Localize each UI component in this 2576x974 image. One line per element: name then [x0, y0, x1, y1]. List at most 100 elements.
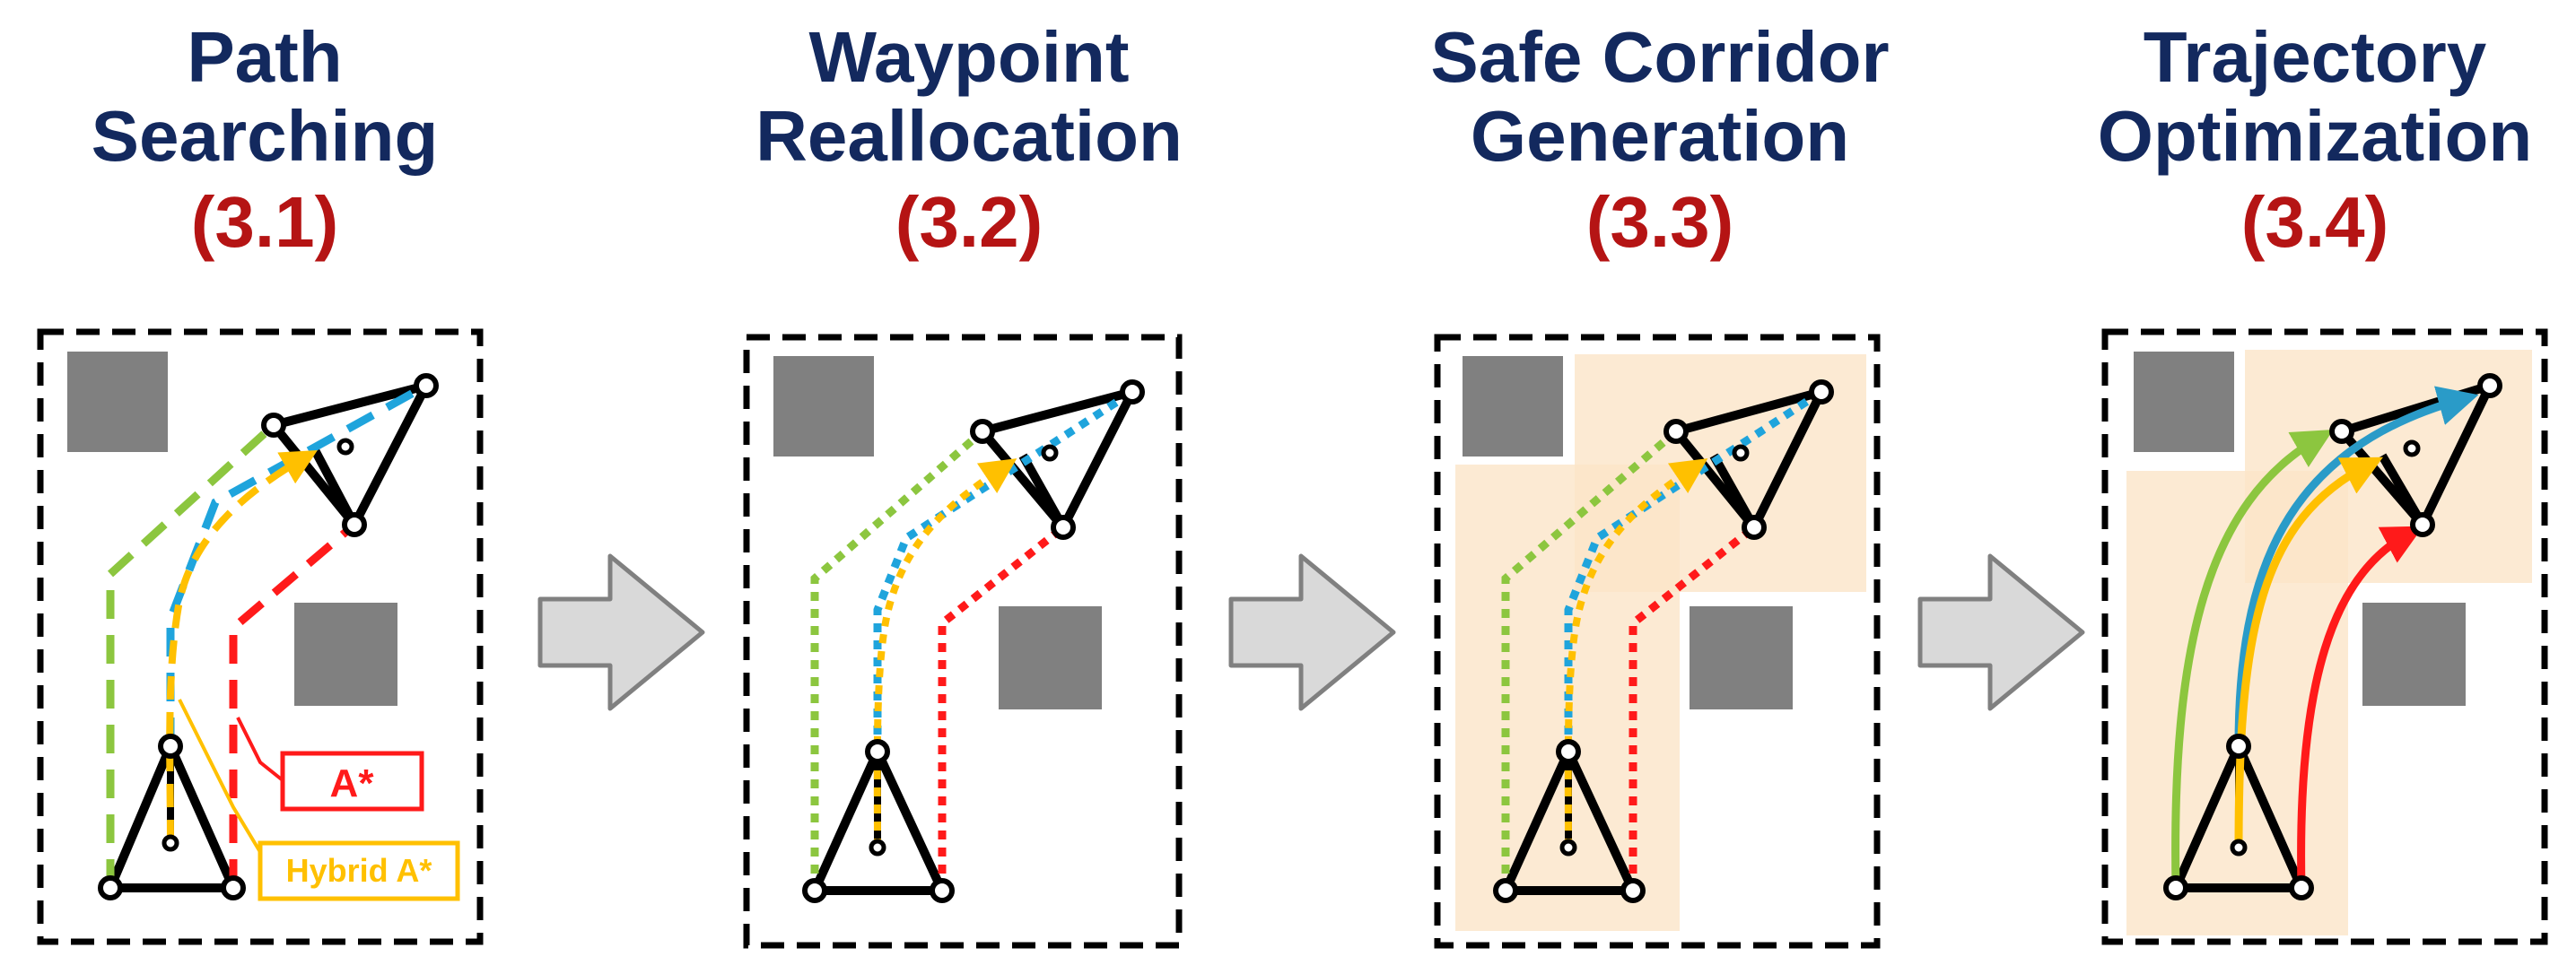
stage-number: (3.3)	[1585, 182, 1734, 262]
node	[342, 512, 367, 537]
node	[1620, 878, 1646, 903]
hybrid-astar-label: Hybrid A*	[286, 852, 432, 889]
obstacle	[1690, 606, 1793, 709]
node	[930, 878, 955, 903]
panel-waypoint-reallocation	[743, 334, 1183, 949]
node	[98, 875, 123, 900]
green-trajectory	[2171, 430, 2334, 889]
node	[2226, 734, 2251, 759]
node	[162, 834, 179, 852]
start-formation	[2171, 742, 2306, 892]
node	[1809, 379, 1834, 404]
hybrid-callout-line	[178, 699, 262, 854]
red-path	[1629, 524, 1757, 891]
formation-edge	[1709, 453, 1759, 530]
stage-title-trajectory-optimization: Trajectory Optimization (3.4)	[2064, 18, 2566, 262]
green-path	[106, 422, 277, 888]
formation-edge	[310, 446, 359, 527]
stage-title-line1: Path	[187, 17, 343, 97]
red-path	[938, 524, 1066, 891]
node	[1559, 839, 1577, 857]
start-formation	[1501, 747, 1637, 895]
astar-legend-box	[280, 751, 424, 812]
node	[2477, 373, 2502, 398]
node	[1732, 444, 1750, 462]
stage-title-path-searching: Path Searching (3.1)	[13, 18, 516, 262]
start-formation	[810, 747, 947, 895]
target-formation	[978, 387, 1137, 532]
yellow-path	[166, 450, 318, 844]
stage-title-line1: Safe Corridor	[1430, 17, 1890, 97]
red-trajectory	[2297, 526, 2423, 889]
node	[1120, 379, 1145, 404]
target-formation	[1672, 387, 1826, 532]
node	[336, 438, 354, 456]
hybrid-astar-legend-box	[258, 840, 460, 901]
process-arrow	[1228, 553, 1396, 711]
node	[1041, 444, 1059, 462]
obstacle	[2134, 352, 2234, 452]
stage-number: (3.4)	[2240, 182, 2389, 262]
formation-edge	[1018, 453, 1068, 530]
target-formation	[269, 381, 431, 529]
map-boundary	[37, 328, 484, 945]
stage-title-line1: Trajectory	[2143, 17, 2487, 97]
stage-title-line1: Waypoint	[808, 17, 1130, 97]
stage-title-line2: Optimization	[2097, 96, 2533, 176]
blue-path	[1564, 388, 1824, 752]
node	[221, 875, 246, 900]
stage-title-line2: Generation	[1470, 96, 1850, 176]
node	[2289, 875, 2314, 900]
yellow-path	[1564, 458, 1708, 848]
red-path	[229, 521, 357, 888]
node	[970, 419, 995, 444]
blue-path	[873, 388, 1135, 752]
astar-label: A*	[330, 761, 375, 805]
obstacle	[1463, 356, 1563, 457]
green-path	[810, 428, 985, 891]
node	[158, 734, 183, 759]
blue-trajectory	[2234, 386, 2479, 747]
node	[414, 373, 439, 398]
formation-edge	[2378, 453, 2427, 527]
stage-title-line2: Reallocation	[755, 96, 1183, 176]
node	[802, 878, 827, 903]
astar-callout-line	[236, 717, 284, 782]
stage-number: (3.1)	[190, 182, 339, 262]
node	[1493, 878, 1518, 903]
panel-safe-corridor-generation	[1434, 334, 1881, 949]
map-boundary	[2101, 328, 2548, 945]
node	[865, 739, 890, 764]
yellow-path	[873, 458, 1017, 848]
map-boundary	[743, 334, 1183, 949]
stage-number: (3.2)	[895, 182, 1043, 262]
panel-trajectory-optimization	[2101, 328, 2548, 945]
stage-title-safe-corridor-generation: Safe Corridor Generation (3.3)	[1409, 18, 1911, 262]
obstacle	[67, 352, 168, 452]
obstacle	[999, 606, 1102, 709]
node	[2329, 419, 2354, 444]
stage-title-waypoint-reallocation: Waypoint Reallocation (3.2)	[718, 18, 1220, 262]
map-boundary	[1434, 334, 1881, 949]
panel-path-searching: A* Hybrid A*	[37, 328, 484, 945]
node	[1663, 419, 1689, 444]
node	[2230, 839, 2248, 857]
stage-title-line2: Searching	[91, 96, 439, 176]
obstacle	[294, 603, 397, 706]
node	[2163, 875, 2188, 900]
green-path	[1501, 428, 1679, 891]
node	[2410, 512, 2435, 537]
obstacle	[773, 356, 874, 457]
node	[869, 839, 886, 857]
node	[1556, 739, 1581, 764]
process-arrow	[1917, 553, 2085, 711]
process-arrow	[537, 553, 705, 711]
node	[1742, 515, 1767, 540]
node	[261, 413, 286, 438]
yellow-trajectory	[2234, 457, 2383, 848]
start-formation	[106, 742, 238, 892]
node	[2403, 439, 2421, 457]
node	[1051, 515, 1076, 540]
obstacle	[2362, 603, 2466, 706]
